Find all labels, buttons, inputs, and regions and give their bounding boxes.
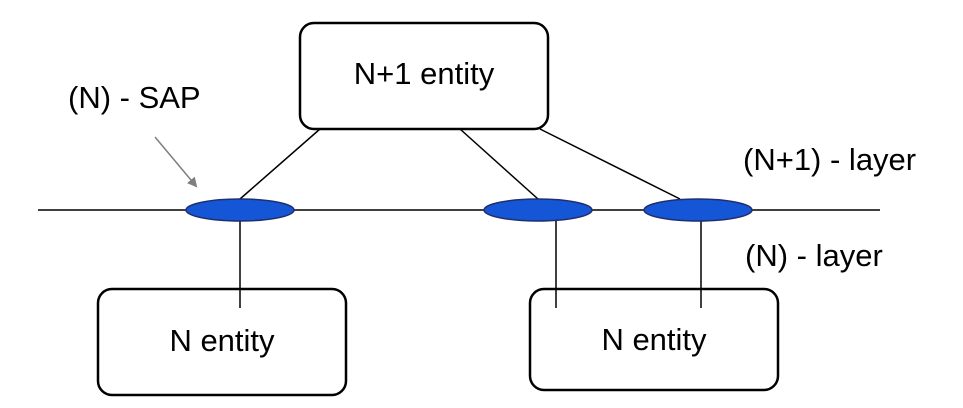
left-entity-box [96,287,348,397]
right-entity-label: N entity [601,322,707,357]
sap-ellipse-2 [483,198,593,222]
left-entity-label: N entity [169,323,275,358]
upper-layer-label: (N+1) - layer [743,142,916,177]
sap-label: (N) - SAP [68,80,201,115]
sap-pointer-arrow [154,136,198,188]
sap-ellipse-3 [643,198,753,222]
top-entity-label: N+1 entity [354,56,495,91]
sap-ellipse-1 [185,198,295,222]
right-entity-box [528,287,780,392]
connector-top-to-sap-2 [459,128,539,200]
lower-layer-label: (N) - layer [745,238,883,273]
top-entity-box [298,21,550,131]
connector-top-to-sap-3 [539,128,681,200]
connector-top-to-sap-1 [239,128,321,200]
